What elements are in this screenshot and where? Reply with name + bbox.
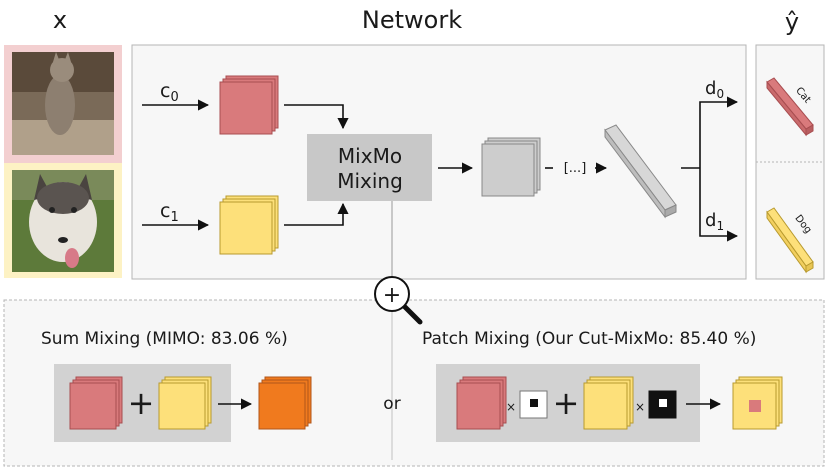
- patch-times-1: ×: [506, 400, 516, 414]
- mixmo-mixing-block: [307, 134, 432, 201]
- input-header: x: [53, 6, 67, 34]
- mask-white: [519, 390, 548, 419]
- bottom-to-mixing-arrow: [284, 202, 349, 226]
- patch-mixing-title: Patch Mixing (Our Cut-MixMo: 85.40 %): [422, 329, 756, 349]
- network-header: Network: [362, 6, 462, 34]
- dog-photo: [12, 170, 114, 272]
- top-to-mixing-arrow: [284, 104, 349, 130]
- d0-label: d0: [705, 78, 724, 101]
- zoom-lens-icon: +: [374, 276, 423, 325]
- c0-label: c0: [160, 80, 179, 105]
- mask-black: [648, 390, 677, 419]
- zoom-plus: +: [383, 283, 401, 308]
- sum-yellow-stack: [158, 376, 212, 430]
- feature-stack-red: [219, 75, 279, 135]
- feature-stack-gray: [481, 137, 541, 197]
- dog-output-bar: [766, 207, 814, 274]
- output-header: ŷ: [785, 8, 799, 36]
- mixing-label-line1: MixMo: [338, 144, 402, 168]
- or-label: or: [383, 394, 400, 414]
- d0-arrow: [699, 96, 739, 168]
- patch-yellow-stack: [583, 376, 634, 430]
- patch-red-stack: [456, 376, 507, 430]
- ellipsis-label: [...]: [564, 161, 587, 176]
- shared-bar: [604, 124, 677, 219]
- cat-photo: [12, 52, 114, 155]
- patch-plus: +: [553, 384, 580, 422]
- d1-label: d1: [705, 210, 724, 233]
- mixing-label-line2: Mixing: [337, 169, 403, 193]
- sum-mixing-title: Sum Mixing (MIMO: 83.06 %): [41, 329, 288, 349]
- c1-label: c1: [160, 200, 179, 225]
- cat-output-bar: [766, 77, 814, 137]
- sum-orange-stack: [258, 376, 312, 430]
- d1-arrow: [699, 168, 739, 242]
- sum-plus: +: [128, 384, 155, 422]
- patch-result-stack: [732, 376, 783, 430]
- feature-stack-yellow: [219, 195, 279, 255]
- sum-red-stack: [69, 376, 123, 430]
- patch-times-2: ×: [635, 400, 645, 414]
